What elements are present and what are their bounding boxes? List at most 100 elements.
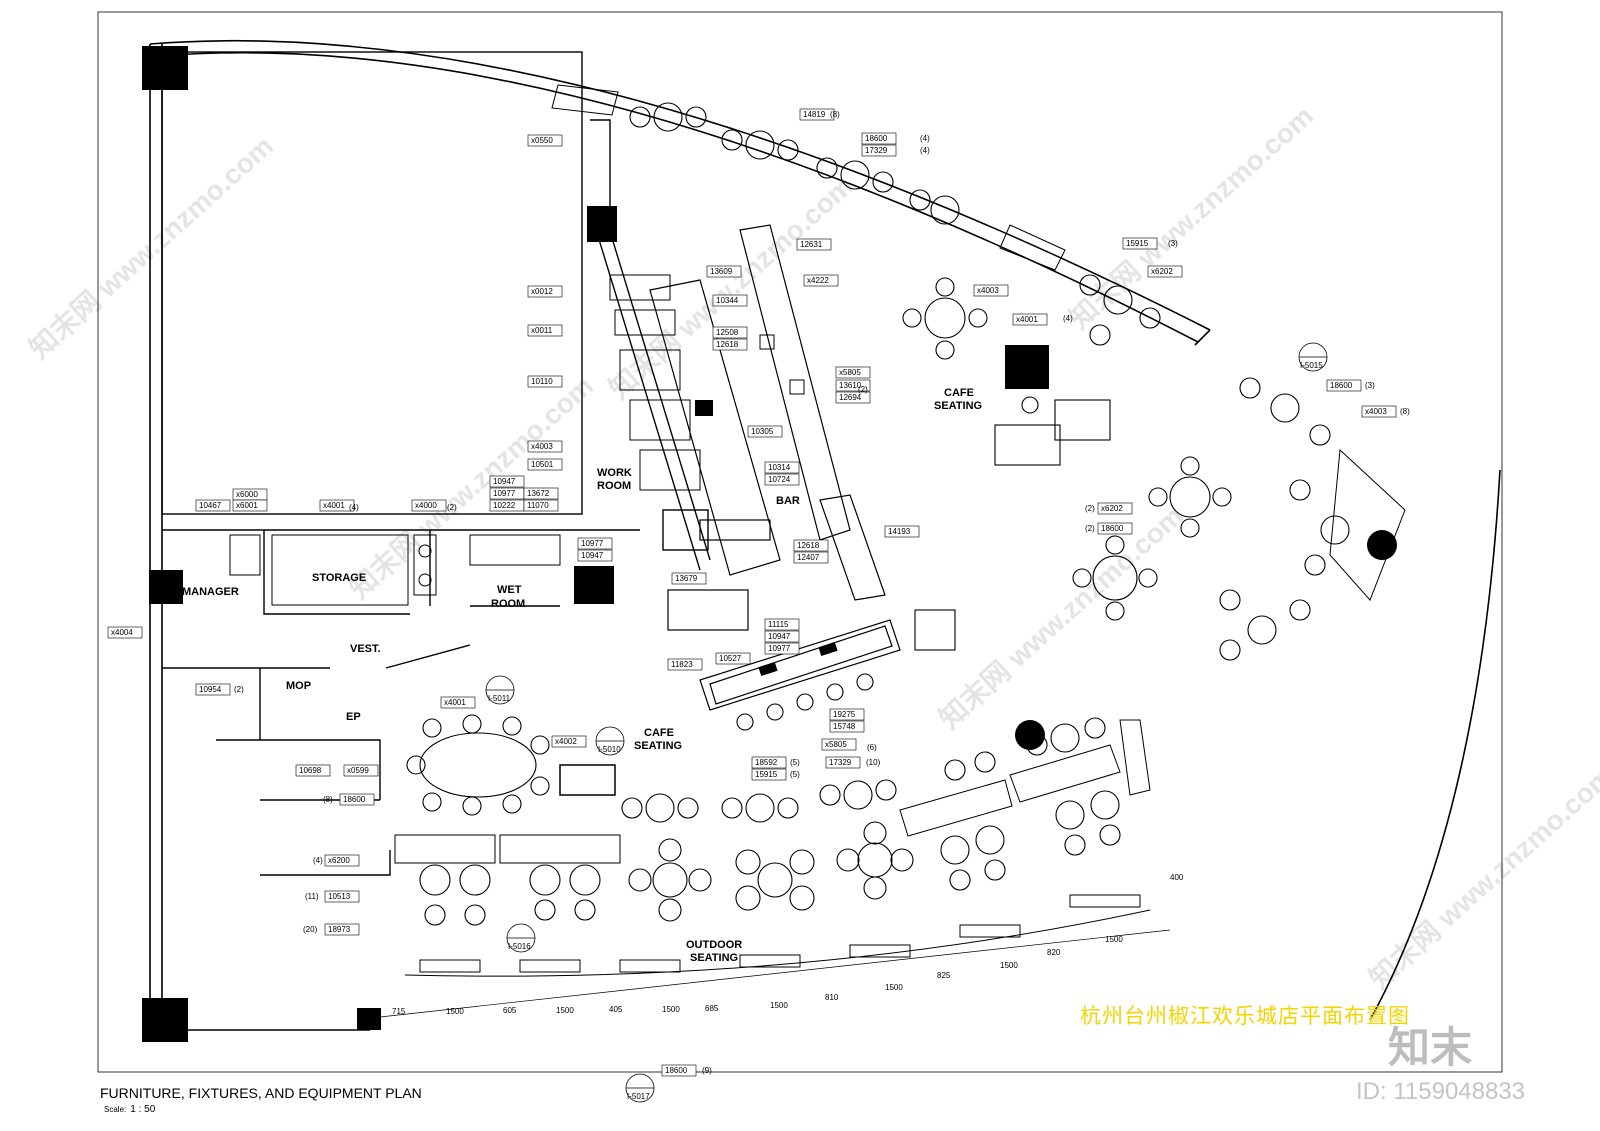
- equipment-tag-code: 18592: [755, 758, 778, 767]
- equipment-tag-code: 12618: [797, 541, 820, 550]
- equipment-tag: x6001: [232, 499, 268, 512]
- equipment-tag-code: 10501: [531, 460, 554, 469]
- equipment-tag-code: x4002: [555, 737, 577, 746]
- dimension-value: 1500: [662, 1005, 680, 1014]
- room-label-wet-room: ROOM: [491, 598, 525, 610]
- equipment-tag-code: x4003: [531, 442, 553, 451]
- drawing-title: FURNITURE, FIXTURES, AND EQUIPMENT PLAN: [100, 1085, 422, 1101]
- equipment-tag-code: 10110: [531, 377, 553, 386]
- dimension-value: 1500: [885, 983, 903, 992]
- equipment-tag-code: 11823: [671, 660, 693, 669]
- equipment-tag-code: 13609: [710, 267, 733, 276]
- equipment-tag-code: x6202: [1151, 267, 1173, 276]
- equipment-tag-code: 10467: [199, 501, 222, 510]
- equipment-tag: x4001: [319, 499, 355, 512]
- equipment-tag: 17329: [825, 756, 861, 769]
- dimension-value: 405: [609, 1005, 623, 1014]
- room-label-cafe: CAFE: [644, 727, 674, 739]
- equipment-tag-code: 18600: [665, 1066, 688, 1075]
- equipment-tag: 10110: [527, 375, 563, 388]
- equipment-tag: 10698: [295, 764, 331, 777]
- equipment-tag: 18600: [861, 132, 897, 145]
- equipment-tag: 18973: [324, 923, 360, 936]
- scale-label: Scale:: [104, 1105, 127, 1114]
- equipment-tag: 10314: [764, 461, 800, 474]
- qty-label: (5): [790, 770, 800, 779]
- equipment-tag-code: 12407: [797, 553, 820, 562]
- equipment-tag: x5805: [835, 366, 871, 379]
- equipment-tag-code: 10527: [719, 654, 742, 663]
- watermark-text: 知末网 www.znzmo.com: [603, 169, 859, 404]
- outdoor-planters: [404, 894, 1151, 977]
- qty-label: (8): [1400, 407, 1410, 416]
- equipment-tag-code: 15915: [755, 770, 778, 779]
- equipment-tag-code: 14193: [888, 527, 911, 536]
- equipment-tag-code: x4001: [444, 698, 466, 707]
- equipment-tag: 10222: [489, 499, 525, 512]
- room-label-wet: WET: [497, 584, 522, 596]
- watermark-text: 知末网 www.znzmo.com: [343, 369, 599, 604]
- chinese-plan-title: 杭州台州椒江欢乐城店平面布置图: [1080, 1004, 1410, 1028]
- equipment-tag-code: x6202: [1101, 504, 1123, 513]
- qty-label: (4): [920, 134, 930, 143]
- outdoor-benches: [394, 744, 1121, 864]
- equipment-tag-code: 11070: [527, 501, 549, 510]
- dimension-value: 605: [503, 1006, 517, 1015]
- room-label-outdoor-seating: SEATING: [690, 952, 738, 964]
- watermark-text: 知末网 www.znzmo.com: [1363, 759, 1600, 994]
- equipment-tag: 18592: [751, 756, 787, 769]
- equipment-tag-code: x4001: [323, 501, 345, 510]
- equipment-tag-code: 12631: [800, 240, 823, 249]
- qty-label: (2): [1085, 524, 1095, 533]
- room-label-work: WORK: [597, 467, 632, 479]
- equipment-tag-code: 10698: [299, 766, 322, 775]
- qty-label: (5): [790, 758, 800, 767]
- qty-label: (6): [867, 743, 877, 752]
- equipment-tag: 14193: [884, 525, 920, 538]
- section-references: [485, 342, 1328, 1103]
- equipment-tag-code: 13610: [839, 381, 862, 390]
- ref-sheet-label: I-5015: [1300, 361, 1323, 370]
- structural-columns: [142, 46, 1049, 1042]
- sheet-frame: [97, 11, 1503, 1073]
- dimension-value: 810: [825, 993, 839, 1002]
- equipment-tag-code: x0012: [531, 287, 553, 296]
- equipment-tag: x5805: [821, 738, 857, 751]
- equipment-tag: 18600: [661, 1064, 697, 1077]
- qty-label: (4): [920, 146, 930, 155]
- equipment-tag-code: 18600: [1330, 381, 1353, 390]
- equipment-tag: 10344: [712, 294, 748, 307]
- equipment-tag: 12407: [793, 551, 829, 564]
- scale-value: 1 : 50: [130, 1104, 156, 1115]
- equipment-tag-code: 15915: [1126, 239, 1149, 248]
- equipment-tag-code: x4004: [111, 628, 133, 637]
- equipment-tag: 10527: [715, 652, 751, 665]
- qty-label: (4): [313, 856, 323, 865]
- equipment-tag: 10724: [764, 473, 800, 486]
- equipment-tag-code: 10954: [199, 685, 222, 694]
- equipment-tag-code: x0599: [347, 766, 369, 775]
- equipment-tag: x4000: [411, 499, 447, 512]
- dimension-value: 825: [937, 971, 951, 980]
- equipment-tag: 11823: [667, 658, 703, 671]
- equipment-tag-code: 12618: [716, 340, 739, 349]
- equipment-tag-code: x4000: [415, 501, 437, 510]
- room-label-cafe: CAFE: [944, 387, 974, 399]
- equipment-tag-code: 11115: [768, 620, 789, 629]
- equipment-tag-code: 13679: [675, 574, 698, 583]
- equipment-tag-code: x4003: [977, 286, 999, 295]
- room-label-cafe-seating: SEATING: [934, 400, 982, 412]
- room-label-manager: MANAGER: [182, 586, 239, 598]
- equipment-tag: x4003: [527, 440, 563, 453]
- equipment-tag: 18600: [339, 793, 375, 806]
- equipment-tag: 10947: [577, 549, 613, 562]
- ref-sheet-label: I-5010: [598, 745, 621, 754]
- equipment-tag-code: 10977: [581, 539, 604, 548]
- equipment-tag: x6000: [232, 488, 268, 501]
- equipment-tag: x0011: [527, 324, 563, 337]
- watermark-text: 知末网 www.znzmo.com: [23, 129, 279, 364]
- equipment-tag-code: 10977: [768, 644, 791, 653]
- equipment-tag-code: 18600: [865, 134, 888, 143]
- furniture-tables: [406, 102, 1350, 926]
- equipment-tag-code: 18973: [328, 925, 351, 934]
